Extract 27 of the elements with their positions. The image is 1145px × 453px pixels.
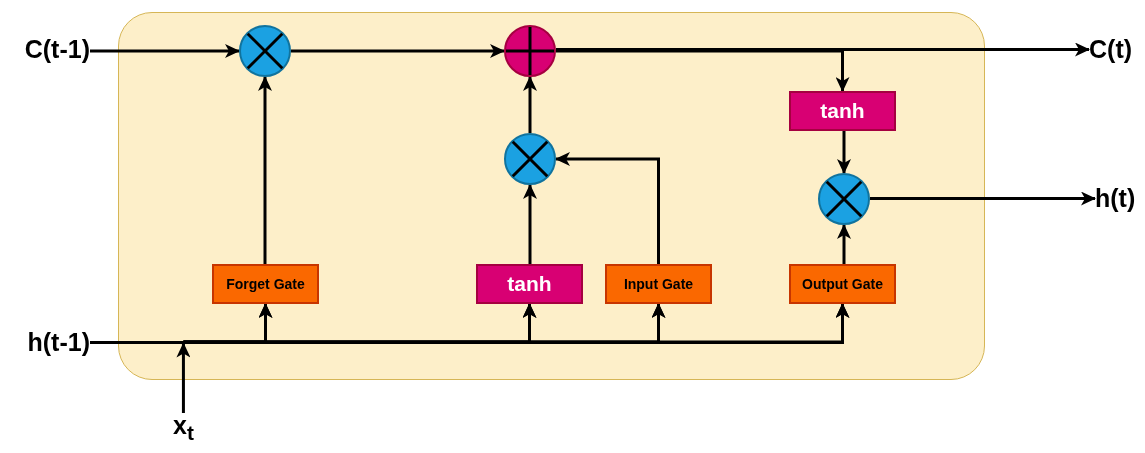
add-node: [504, 25, 556, 77]
arrow: [523, 184, 537, 264]
arrow: [837, 224, 851, 264]
arrow: [90, 44, 240, 58]
gate-box: Output Gate: [789, 264, 896, 304]
tanh-box: tanh: [476, 264, 583, 304]
arrow: [291, 44, 505, 58]
arrow: [555, 152, 660, 264]
arrow: [556, 49, 850, 92]
gate-box: Input Gate: [605, 264, 712, 304]
signal-label: h(t-1): [27, 330, 90, 355]
cell-background: [118, 12, 985, 380]
signal-label: C(t-1): [24, 37, 90, 62]
multiply-node: [504, 133, 556, 185]
arrow: [837, 131, 851, 174]
arrow: [870, 191, 1096, 206]
gate-box: Forget Gate: [212, 264, 319, 304]
multiply-node: [818, 173, 870, 225]
multiply-node: [239, 25, 291, 77]
signal-label: x$_{t}$: [173, 413, 194, 444]
tanh-box: tanh: [789, 91, 896, 131]
signal-label: h(t): [1095, 186, 1136, 211]
arrow: [258, 76, 272, 264]
arrow: [556, 42, 1090, 57]
arrow: [523, 76, 537, 133]
arrow: [176, 342, 191, 413]
signal-label: C(t): [1089, 37, 1133, 62]
